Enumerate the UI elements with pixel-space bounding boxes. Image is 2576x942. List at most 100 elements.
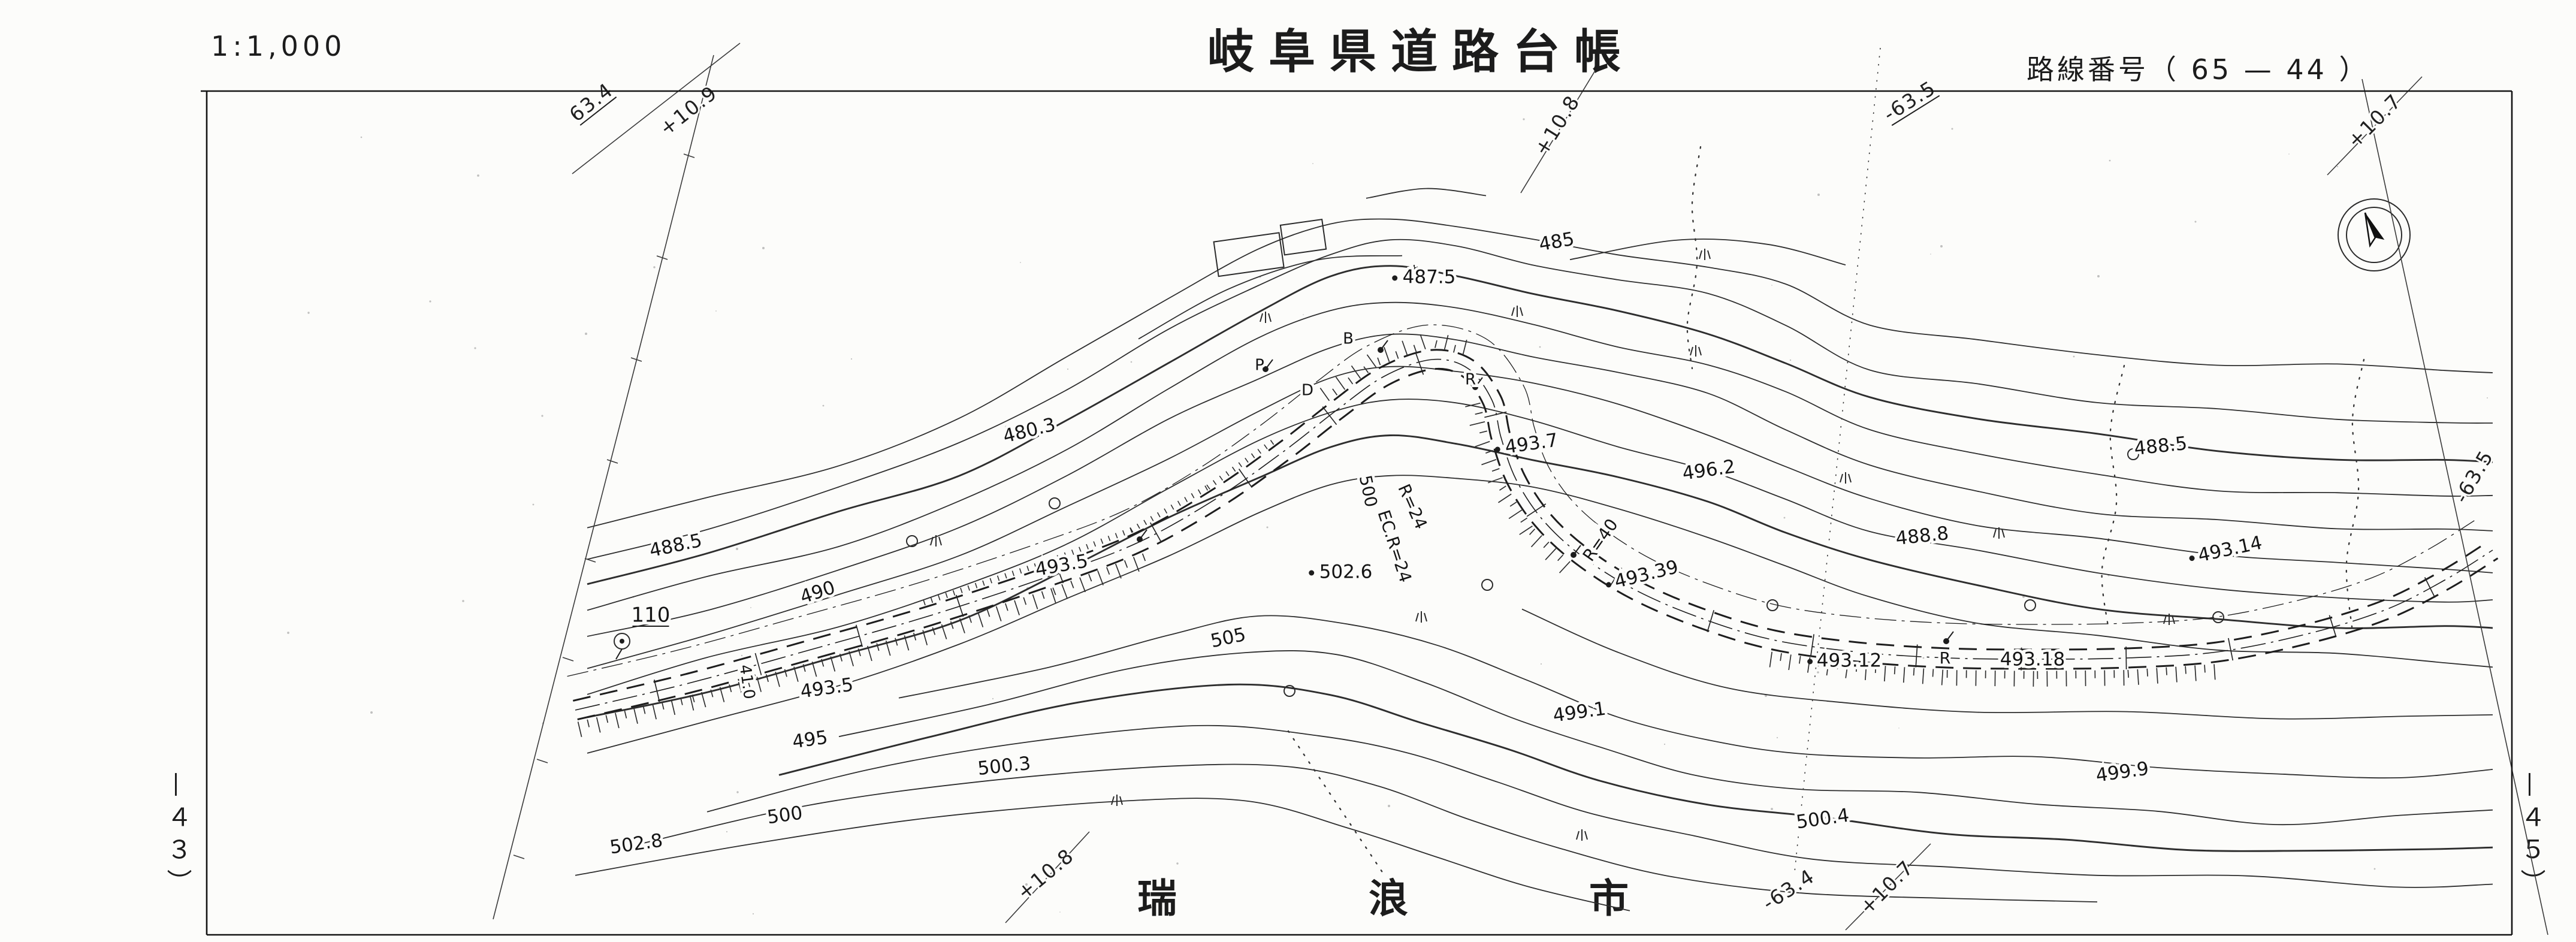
elevation-label-group: 485 — [1535, 225, 1579, 258]
speckle — [1388, 805, 1390, 807]
survey-boundaries — [493, 43, 2548, 935]
hatch-mark — [738, 681, 744, 698]
elevation-label: 487.5 — [1403, 267, 1456, 288]
wall-tooth — [1204, 485, 1209, 491]
hatch-mark — [765, 674, 769, 683]
hatch-mark — [661, 702, 665, 710]
speckle — [1130, 361, 1133, 363]
speckle — [2373, 868, 2376, 870]
speckle — [1771, 285, 1772, 286]
hatch-mark — [1788, 654, 1792, 671]
pole-arm — [1946, 631, 1954, 642]
match-tick — [513, 855, 525, 859]
pole-arm — [1265, 359, 1273, 370]
hatch-mark — [839, 653, 843, 662]
contour-line — [898, 615, 2493, 779]
tree-icon — [1766, 599, 1778, 611]
wall-tooth — [1093, 541, 1097, 547]
speckle — [726, 831, 728, 833]
wall-tooth — [1219, 475, 1224, 481]
offset-tick-line — [572, 43, 741, 174]
elevation-label-group: 493.14 — [2189, 529, 2267, 569]
hatch-mark — [1845, 662, 1849, 678]
strip-boundary-line — [2361, 78, 2548, 935]
contour-line — [587, 475, 2493, 754]
spot-height-dot — [1807, 659, 1813, 665]
spot-height-dot — [2189, 555, 2195, 561]
speckle — [1020, 262, 1021, 263]
speckle — [1789, 359, 1792, 361]
survey-offset-label-group: +10.8 — [1527, 89, 1586, 161]
station-tick — [1707, 609, 1715, 632]
pole-arm — [1475, 377, 1483, 388]
wall-tooth — [1264, 444, 1268, 449]
wall-tooth — [1034, 563, 1037, 569]
contour-line — [838, 650, 2493, 826]
contour-line — [587, 265, 2493, 585]
north-arrow-outer-circle — [2338, 198, 2411, 271]
wall-tooth — [1107, 535, 1111, 541]
grass-tuft-icon — [1415, 611, 1427, 623]
hatch-mark — [1799, 656, 1801, 664]
grass-tuft-icon — [1699, 249, 1711, 260]
hatch-mark — [691, 695, 695, 703]
label-underline — [579, 96, 617, 126]
hatch-mark — [1032, 594, 1038, 609]
speckle — [992, 698, 994, 700]
hatch-mark — [729, 684, 732, 693]
hatch-mark — [1384, 347, 1390, 363]
hatch-mark — [1453, 345, 1456, 353]
speckle — [2097, 275, 2100, 277]
hatch-mark — [1041, 591, 1045, 599]
benchmark-icon — [615, 648, 623, 660]
speckle — [2022, 596, 2025, 598]
speckle — [1312, 163, 1313, 164]
speckle — [1930, 253, 1931, 255]
wall-tooth — [1071, 550, 1074, 555]
north-arrow-inner-circle — [2346, 207, 2402, 263]
station-tick — [2424, 577, 2436, 598]
hatch-mark — [811, 662, 817, 677]
hatch-mark — [1377, 357, 1381, 366]
speckle — [585, 333, 587, 335]
elevation-label-group: 41.0 — [733, 661, 761, 704]
wall-tooth — [1245, 457, 1249, 463]
hatch-mark — [1922, 668, 1925, 684]
elevation-label-group: 493.39 — [1606, 553, 1683, 596]
wall-tooth — [1130, 527, 1134, 533]
station-tick — [1484, 411, 1507, 418]
speckle — [2288, 153, 2290, 155]
contour-lines — [575, 146, 2493, 911]
hatch-mark — [1052, 587, 1056, 596]
offset-tick-line — [2327, 76, 2423, 176]
hatch-mark — [1332, 388, 1338, 395]
pole-arm — [1139, 529, 1147, 540]
hatch-mark — [1115, 563, 1122, 579]
hatch-mark — [1481, 459, 1497, 466]
wall-tooth — [1170, 505, 1174, 510]
speckle — [1951, 128, 1953, 130]
grass-tuft-icon — [1260, 312, 1272, 323]
contour-line — [587, 333, 2493, 637]
elevation-label-group: 495 — [788, 724, 832, 756]
hatch-mark — [1865, 664, 1867, 681]
survey-offset-label-group: +10.8 — [1011, 842, 1080, 906]
elevation-label: 485 — [1537, 228, 1576, 256]
wall-tooth — [1156, 512, 1161, 518]
hatch-mark — [1465, 402, 1481, 407]
spot-height-dot — [1606, 582, 1612, 588]
hatch-mark — [1769, 651, 1773, 668]
wall-tooth — [1019, 568, 1022, 574]
elevation-label: 505 — [1209, 624, 1248, 653]
elevation-label: 500 — [1355, 473, 1381, 509]
hatch-mark — [995, 606, 1002, 621]
speckle — [2109, 159, 2111, 162]
elevation-label-group: P — [1252, 354, 1267, 377]
contour-line — [1138, 255, 1403, 340]
grass-tuft-icon — [1840, 472, 1852, 484]
match-tick — [536, 759, 548, 763]
station-tick — [2125, 647, 2127, 670]
hatch-mark — [719, 687, 725, 702]
elevation-label: 493.7 — [1503, 430, 1559, 458]
elevation-label-group: 500.3 — [974, 750, 1034, 782]
